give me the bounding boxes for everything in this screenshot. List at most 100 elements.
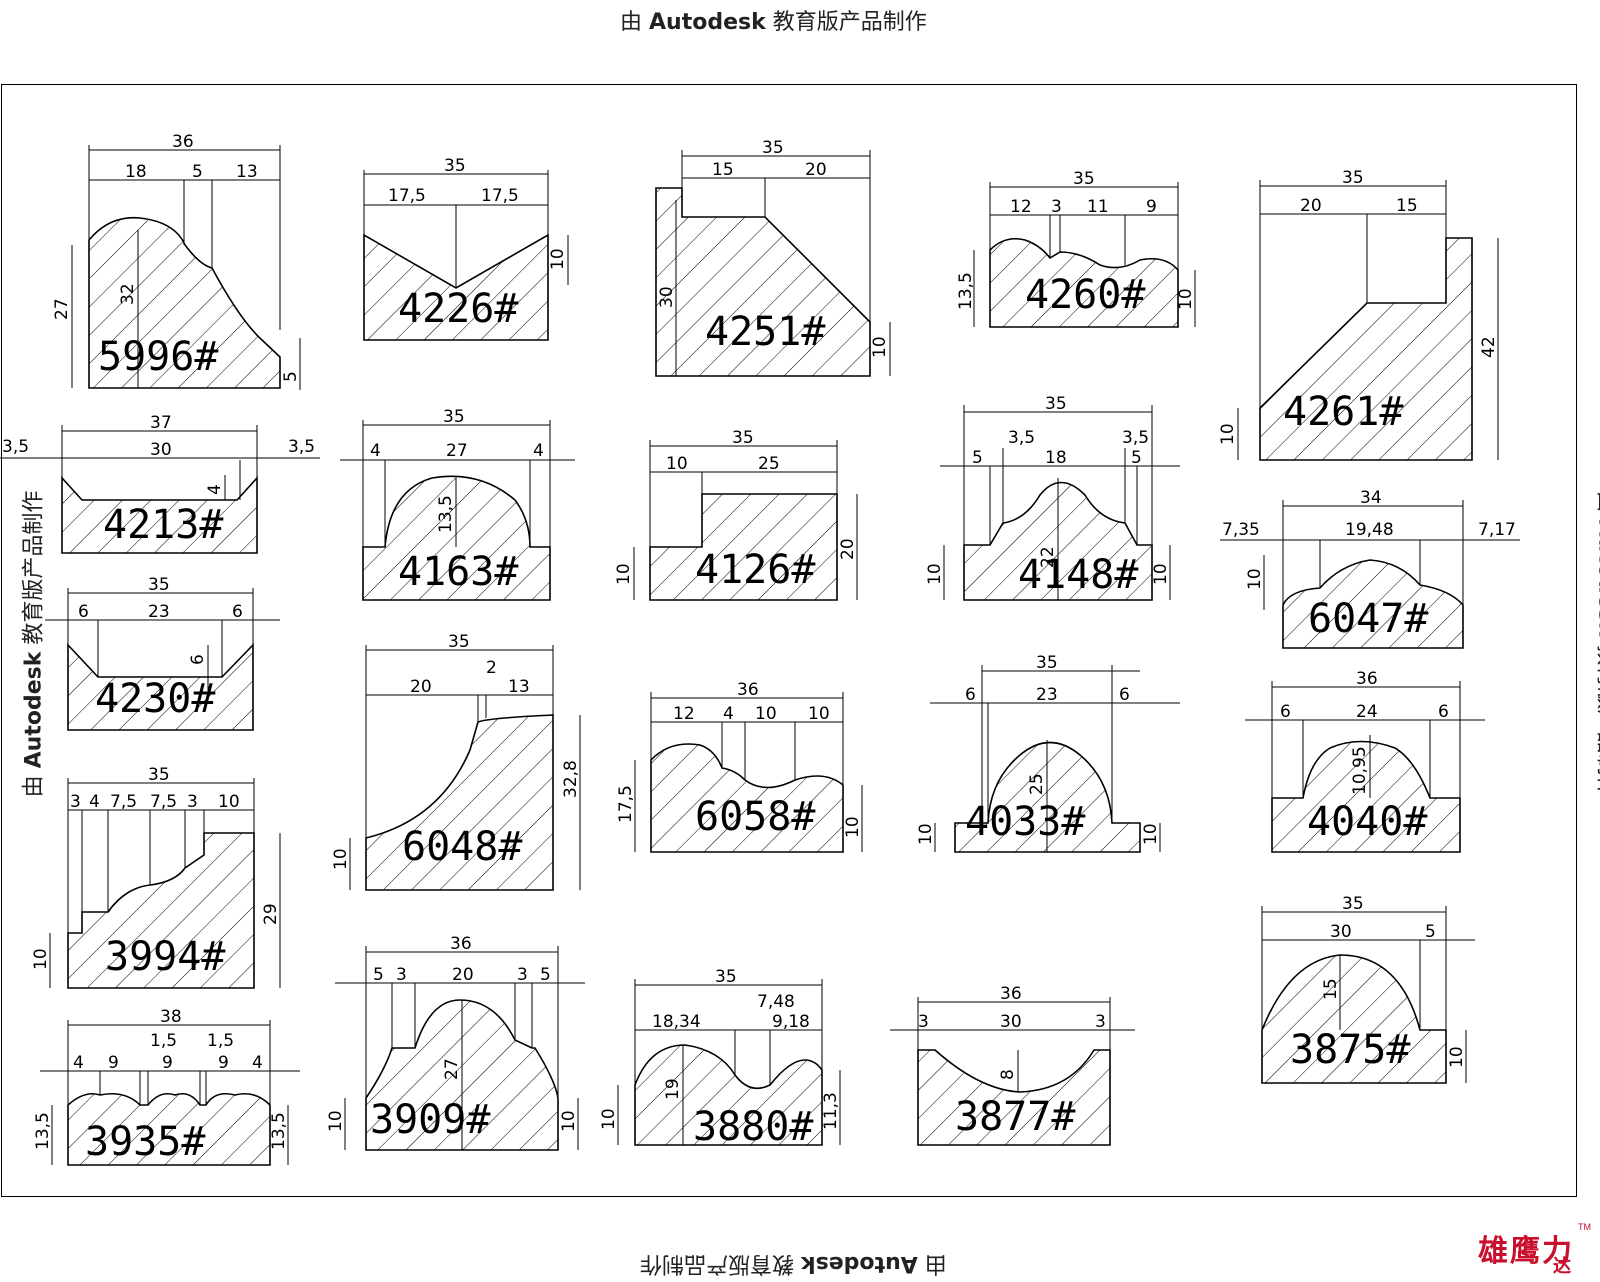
dim-label: 7,35 bbox=[1222, 520, 1260, 540]
dim-label: 34 bbox=[1360, 488, 1382, 508]
dim-label: 20 bbox=[410, 677, 432, 697]
dim-label: 20 bbox=[805, 160, 827, 180]
dim-label: 3 bbox=[1051, 197, 1062, 217]
profile-id-4261: 4261# bbox=[1283, 389, 1403, 435]
dim-label: 10 bbox=[326, 1110, 346, 1132]
profile-id-3994: 3994# bbox=[105, 934, 225, 980]
dim-label: 10 bbox=[31, 948, 51, 970]
profile-4040-outline bbox=[1271, 740, 1461, 853]
dim-label: 13 bbox=[236, 162, 258, 182]
profile-id-4213: 4213# bbox=[103, 502, 223, 548]
profile-id-3880: 3880# bbox=[693, 1104, 813, 1150]
dim-label: 25 bbox=[758, 454, 780, 474]
dim-label: 35 bbox=[443, 407, 465, 427]
profile-3875-outline bbox=[1261, 954, 1447, 1084]
dim-label: 6 bbox=[232, 602, 243, 622]
dim-label: 13,5 bbox=[956, 272, 976, 310]
brand-logo-sub: 达 bbox=[1553, 1256, 1571, 1277]
profile-id-3875: 3875# bbox=[1290, 1027, 1410, 1073]
dim-label: 3,5 bbox=[1008, 428, 1035, 448]
profile-id-3935: 3935# bbox=[85, 1119, 205, 1165]
dim-label: 35 bbox=[732, 428, 754, 448]
dim-label: 6 bbox=[1438, 702, 1449, 722]
dim-label: 2 bbox=[486, 658, 497, 678]
profile-4251-outline bbox=[655, 187, 871, 377]
dim-label: 9 bbox=[108, 1053, 119, 1073]
dim-label: 10,95 bbox=[1350, 746, 1370, 795]
profile-id-3877: 3877# bbox=[955, 1094, 1075, 1140]
dim-label: 7,17 bbox=[1478, 520, 1516, 540]
dim-label: 8 bbox=[998, 1069, 1018, 1080]
dim-label: 35 bbox=[715, 967, 737, 987]
dim-label: 12 bbox=[1010, 197, 1032, 217]
dim-label: 4 bbox=[723, 704, 734, 724]
dim-label: 13,5 bbox=[436, 495, 456, 533]
profile-4226-outline bbox=[363, 233, 549, 341]
profile-6058-outline bbox=[650, 743, 844, 853]
profile-id-4126: 4126# bbox=[695, 547, 815, 593]
profile-id-6058: 6058# bbox=[695, 794, 815, 840]
dim-label: 5 bbox=[192, 162, 203, 182]
dim-label: 7,48 bbox=[757, 992, 795, 1012]
trademark-mark: TM bbox=[1578, 1222, 1591, 1232]
profile-id-4230: 4230# bbox=[95, 676, 215, 722]
dim-label: 1,5 bbox=[207, 1031, 234, 1051]
dim-label: 27 bbox=[446, 441, 468, 461]
dim-label: 15 bbox=[1321, 978, 1341, 1000]
dim-label: 18,34 bbox=[652, 1012, 701, 1032]
dim-label: 17,5 bbox=[616, 785, 636, 823]
dim-label: 17,5 bbox=[481, 186, 519, 206]
dim-label: 18 bbox=[125, 162, 147, 182]
profile-4260-outline bbox=[989, 237, 1179, 328]
profile-id-4260: 4260# bbox=[1025, 272, 1145, 318]
dim-label: 35 bbox=[1073, 169, 1095, 189]
dim-label: 10 bbox=[331, 848, 351, 870]
dim-label: 35 bbox=[1342, 168, 1364, 188]
brand-logo: 雄鹰力 bbox=[1478, 1234, 1574, 1269]
dim-label: 22 bbox=[1038, 546, 1058, 568]
dim-label: 11,3 bbox=[821, 1092, 841, 1130]
dim-label: 6 bbox=[78, 602, 89, 622]
profile-id-4226: 4226# bbox=[398, 286, 518, 332]
dim-label: 4 bbox=[533, 441, 544, 461]
dim-label: 3 bbox=[1095, 1012, 1106, 1032]
dim-label: 23 bbox=[148, 602, 170, 622]
dim-label: 18 bbox=[1045, 448, 1067, 468]
profile-id-6047: 6047# bbox=[1308, 596, 1428, 642]
watermark-top: 由 Autodesk 教育版产品制作 bbox=[620, 10, 927, 35]
dim-label: 10 bbox=[870, 336, 890, 358]
dim-label: 19,48 bbox=[1345, 520, 1394, 540]
dim-label: 10 bbox=[1245, 568, 1265, 590]
dim-label: 4 bbox=[205, 484, 225, 495]
dim-label: 35 bbox=[444, 156, 466, 176]
dim-label: 30 bbox=[1330, 922, 1352, 942]
dim-label: 5 bbox=[373, 965, 384, 985]
dim-label: 3 bbox=[517, 965, 528, 985]
dim-label: 19 bbox=[663, 1078, 683, 1100]
dim-label: 5 bbox=[972, 448, 983, 468]
dim-label: 27 bbox=[52, 298, 72, 320]
dim-label: 3 bbox=[918, 1012, 929, 1032]
dim-label: 1,5 bbox=[150, 1031, 177, 1051]
dim-label: 36 bbox=[172, 132, 194, 152]
dim-label: 4 bbox=[89, 792, 100, 812]
dim-label: 9 bbox=[218, 1053, 229, 1073]
dim-label: 3,5 bbox=[288, 437, 315, 457]
dim-label: 9 bbox=[162, 1053, 173, 1073]
dim-label: 3 bbox=[396, 965, 407, 985]
dim-label: 36 bbox=[1000, 984, 1022, 1004]
profile-id-4251: 4251# bbox=[705, 309, 825, 355]
dim-label: 15 bbox=[712, 160, 734, 180]
profile-5996-outline bbox=[88, 216, 281, 389]
dim-label: 6 bbox=[1119, 685, 1130, 705]
dim-label: 15 bbox=[1396, 196, 1418, 216]
profile-3877-outline bbox=[917, 1049, 1111, 1146]
dim-label: 9 bbox=[1146, 197, 1157, 217]
dim-label: 35 bbox=[148, 575, 170, 595]
dim-label: 10 bbox=[218, 792, 240, 812]
dim-label: 9,18 bbox=[772, 1012, 810, 1032]
dim-label: 30 bbox=[1000, 1012, 1022, 1032]
dim-label: 35 bbox=[1342, 894, 1364, 914]
dim-label: 10 bbox=[599, 1108, 619, 1130]
dim-label: 37 bbox=[150, 413, 172, 433]
